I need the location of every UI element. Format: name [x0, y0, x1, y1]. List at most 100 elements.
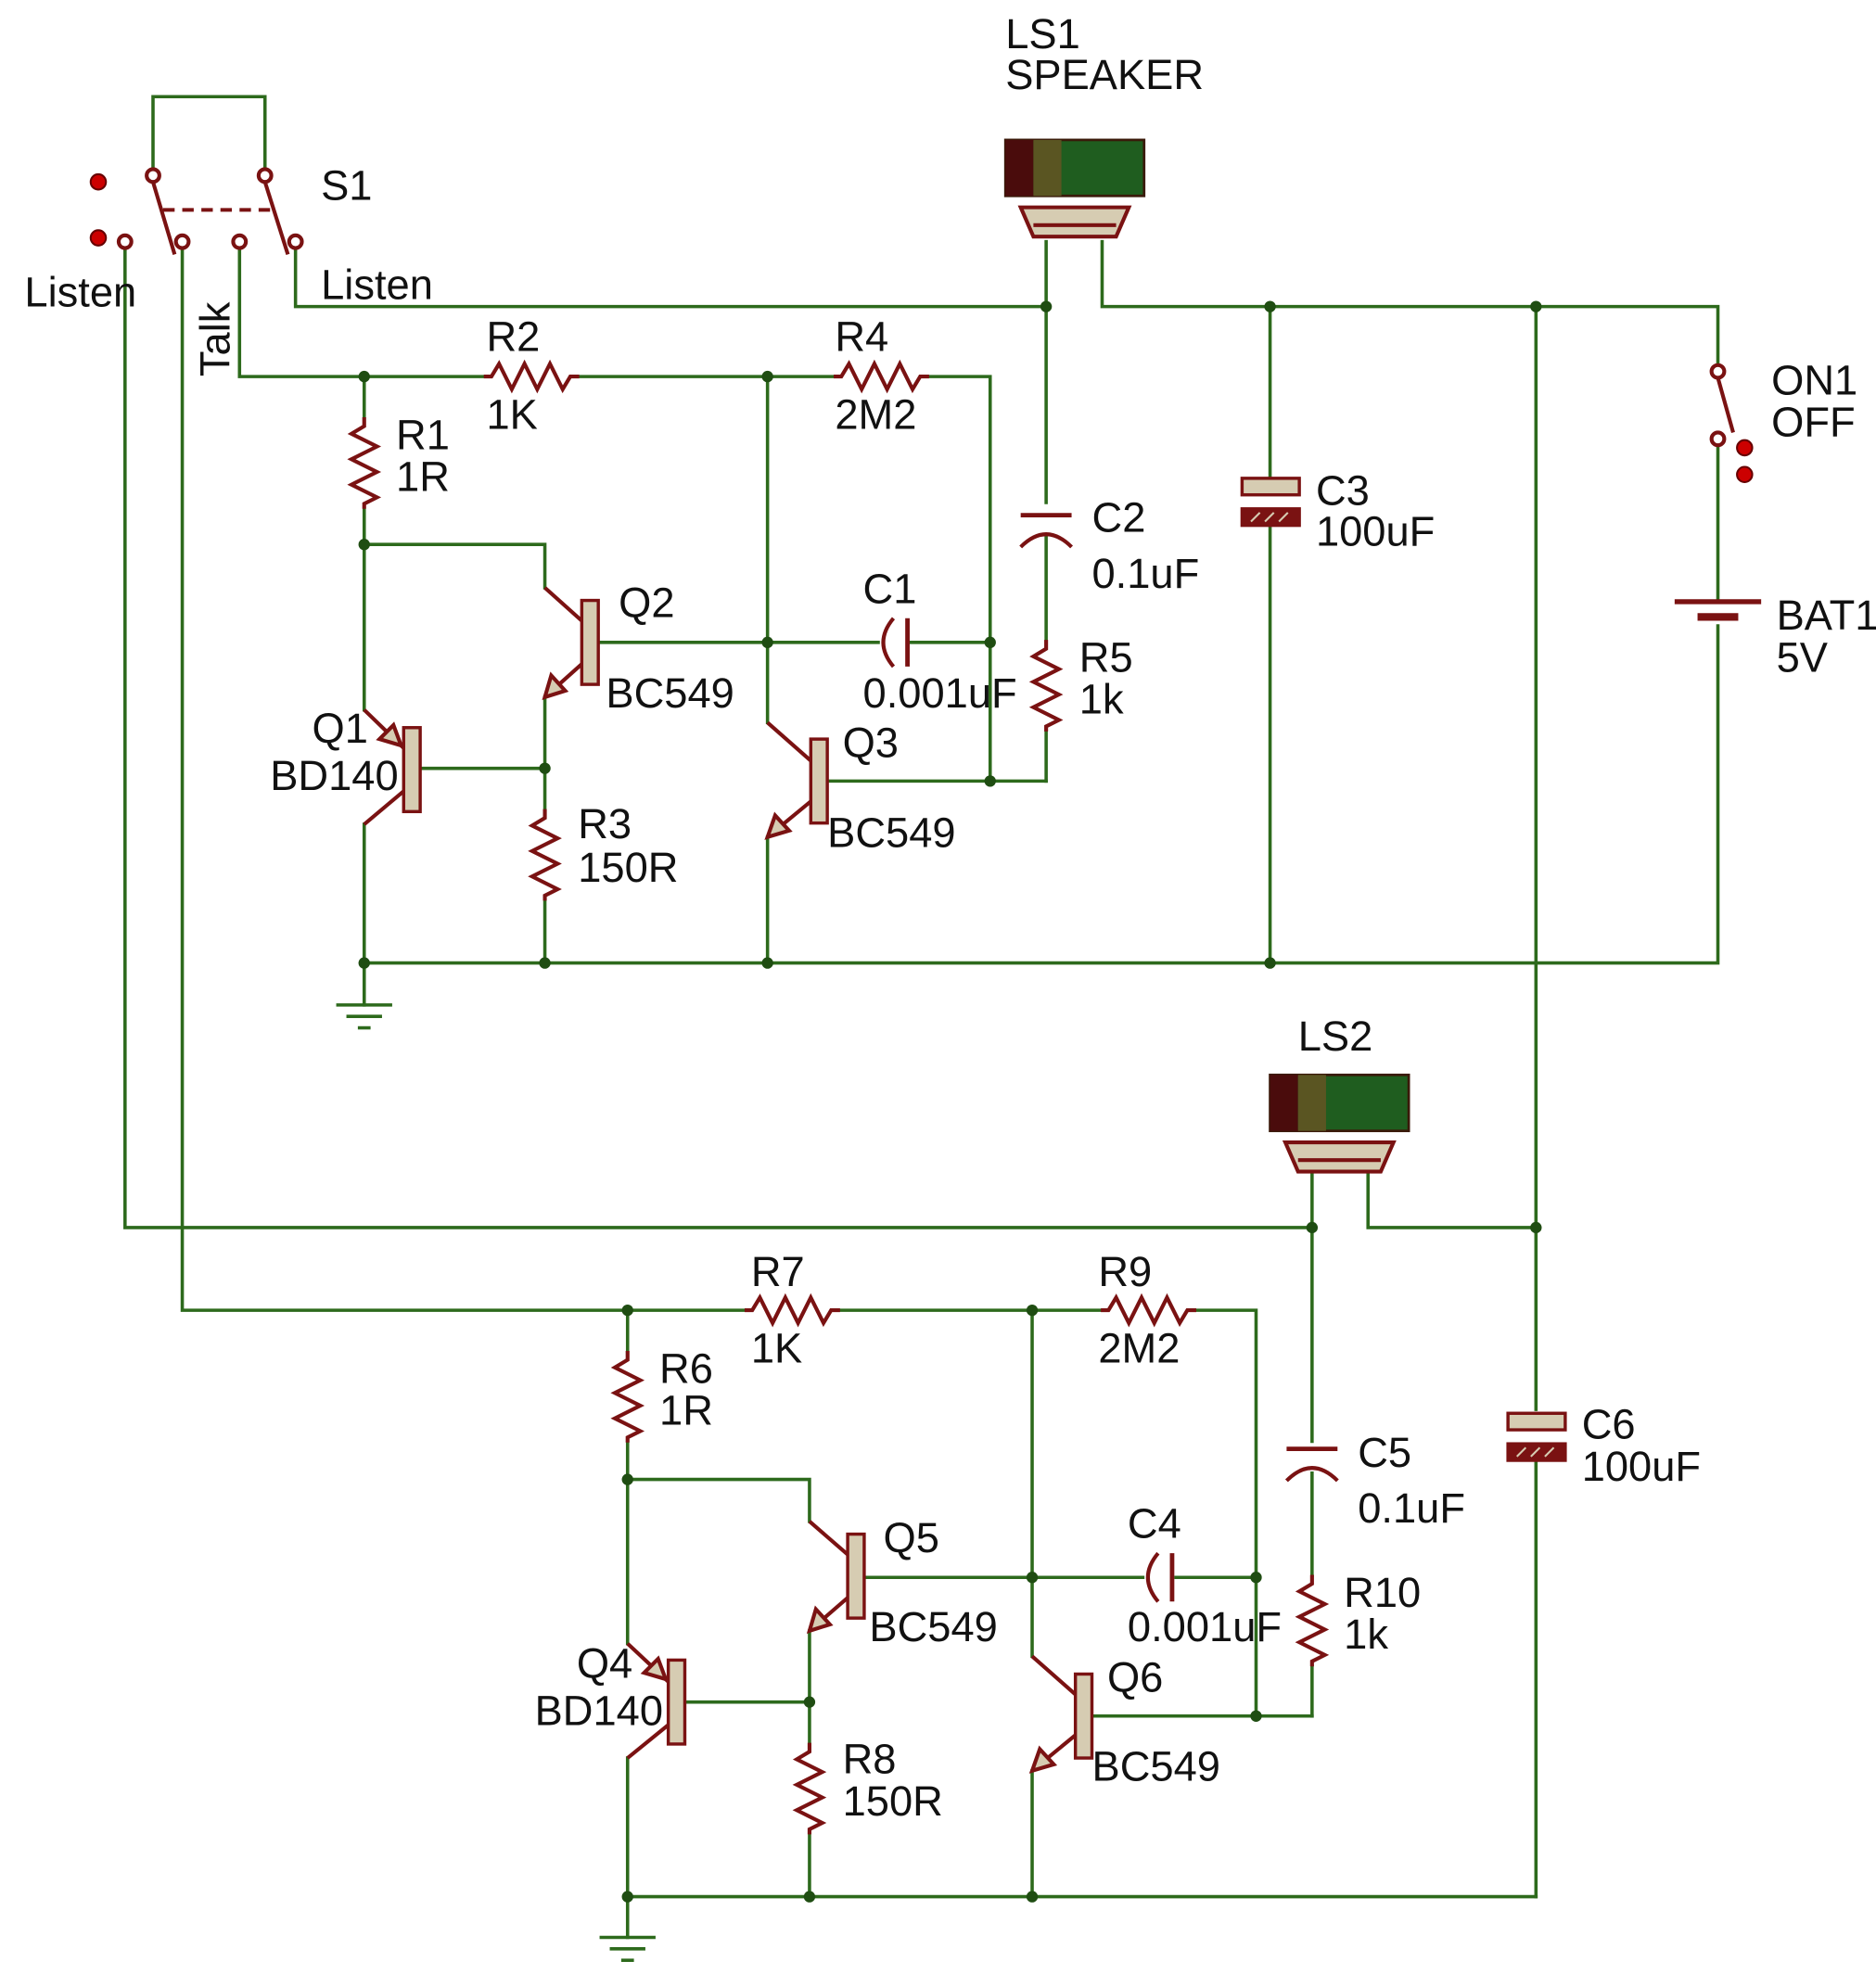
- resistor-r9: [1101, 1293, 1197, 1328]
- transistor-q3: [764, 720, 829, 840]
- switch-s1: [89, 167, 304, 256]
- transistor-q5: [806, 1520, 866, 1634]
- junction-dot: [539, 762, 551, 774]
- resistor-r3: [528, 809, 562, 901]
- r1-value: 1R: [396, 453, 450, 501]
- c1-curved-plate: [881, 617, 896, 669]
- c6-ref: C6: [1582, 1401, 1636, 1448]
- junction-dot: [1530, 1221, 1542, 1234]
- pin-dot: [89, 172, 108, 191]
- s1-contact: [287, 233, 304, 250]
- ls1-ref: LS1: [1005, 10, 1080, 57]
- wire-q2-collector: [362, 542, 547, 590]
- capacitor-c1: [881, 617, 910, 669]
- resistor-r10: [1295, 1574, 1330, 1667]
- ls1-magnet-band: [1005, 139, 1034, 197]
- q4-ref: Q4: [577, 1640, 632, 1688]
- c6-value: 100uF: [1582, 1443, 1701, 1490]
- ls2-magnet-band: [1270, 1075, 1298, 1131]
- ls1-magnet-band: [1033, 139, 1062, 197]
- r7-value: 1K: [751, 1324, 802, 1371]
- s1-ref: S1: [321, 161, 372, 209]
- talk-label: Talk: [191, 301, 238, 376]
- wire-talk-upper: [237, 246, 486, 378]
- q6-value: BC549: [1092, 1743, 1220, 1790]
- on1-blade: [1716, 376, 1735, 434]
- wire-r9-right: [1194, 1308, 1258, 1718]
- listen-right-label: Listen: [321, 261, 433, 308]
- q1-value: BD140: [270, 752, 398, 799]
- junction-dot: [1026, 1572, 1039, 1584]
- c3-hatch: [1250, 512, 1261, 523]
- r5-value: 1k: [1079, 676, 1124, 723]
- on1-off: OFF: [1771, 399, 1856, 446]
- pin-dot: [1736, 439, 1754, 457]
- junction-dot: [803, 1891, 816, 1903]
- c4-ref: C4: [1128, 1500, 1181, 1548]
- ls2-cone: [1282, 1140, 1397, 1174]
- ls1-cone: [1017, 205, 1132, 239]
- on1-contact: [1709, 430, 1727, 448]
- resistor-r2: [483, 359, 580, 394]
- c5-curved-plate: [1284, 1466, 1339, 1483]
- transistor-q6: [1028, 1654, 1094, 1774]
- r9-value: 2M2: [1098, 1324, 1180, 1371]
- wire-bat-to-ground: [362, 624, 1720, 965]
- resistor-r5: [1028, 640, 1064, 732]
- q2-collector-lead: [543, 586, 583, 623]
- capacitor-c2: [1019, 513, 1074, 549]
- junction-dot: [761, 957, 773, 969]
- q6-emitter-arrow: [1028, 1745, 1058, 1774]
- c5-ref: C5: [1358, 1429, 1411, 1476]
- junctions: [358, 300, 1542, 1903]
- speaker-ls1: [1003, 138, 1146, 239]
- battery-bat1: [1674, 599, 1762, 621]
- c5-value: 0.1uF: [1358, 1484, 1465, 1532]
- transistor-q1: [363, 708, 422, 826]
- pin-dot: [89, 229, 108, 247]
- wire-q5-collector: [625, 1477, 811, 1523]
- q1-emitter-arrow: [376, 721, 404, 749]
- bat1-ref: BAT1: [1777, 592, 1876, 639]
- r9-ref: R9: [1098, 1248, 1152, 1295]
- c4-value: 0.001uF: [1128, 1603, 1282, 1650]
- junction-dot: [1264, 300, 1276, 312]
- wire-talk-lower: [180, 246, 747, 1312]
- on1-contact: [1709, 363, 1727, 380]
- q5-ref: Q5: [884, 1514, 939, 1561]
- r3-ref: R3: [578, 800, 632, 847]
- s1-blade: [151, 181, 177, 255]
- wire-ls2-right: [1366, 1171, 1538, 1229]
- junction-dot: [358, 370, 370, 383]
- bat1-value: 5V: [1777, 633, 1828, 681]
- components: [89, 138, 1762, 1835]
- c3-plate-positive: [1240, 477, 1301, 497]
- q4-collector-lead: [626, 1723, 670, 1760]
- c6-hatch: [1544, 1446, 1555, 1458]
- r3-value: 150R: [578, 844, 678, 891]
- transistor-q2: [542, 586, 600, 700]
- ground-symbols: [336, 1003, 656, 1962]
- junction-dot: [1250, 1710, 1262, 1722]
- r4-ref: R4: [835, 313, 888, 361]
- s1-contact: [173, 233, 191, 250]
- c1-ref: C1: [863, 565, 917, 612]
- c1-value: 0.001uF: [863, 669, 1017, 717]
- wires: [123, 95, 1720, 1940]
- q6-collector-lead: [1030, 1654, 1078, 1696]
- c2-value: 0.1uF: [1092, 550, 1200, 597]
- c3-hatch: [1264, 512, 1275, 523]
- c3-value: 100uF: [1316, 508, 1435, 555]
- junction-dot: [1306, 1221, 1319, 1234]
- junction-dot: [621, 1473, 633, 1485]
- capacitor-c4: [1145, 1551, 1175, 1603]
- q3-ref: Q3: [843, 719, 899, 766]
- resistor-r4: [833, 359, 929, 394]
- r8-value: 150R: [843, 1777, 943, 1825]
- wire-r4-right: [927, 375, 992, 783]
- junction-dot: [1026, 1891, 1039, 1903]
- junction-dot: [1026, 1304, 1039, 1317]
- q2-ref: Q2: [619, 579, 674, 626]
- r7-ref: R7: [751, 1248, 805, 1295]
